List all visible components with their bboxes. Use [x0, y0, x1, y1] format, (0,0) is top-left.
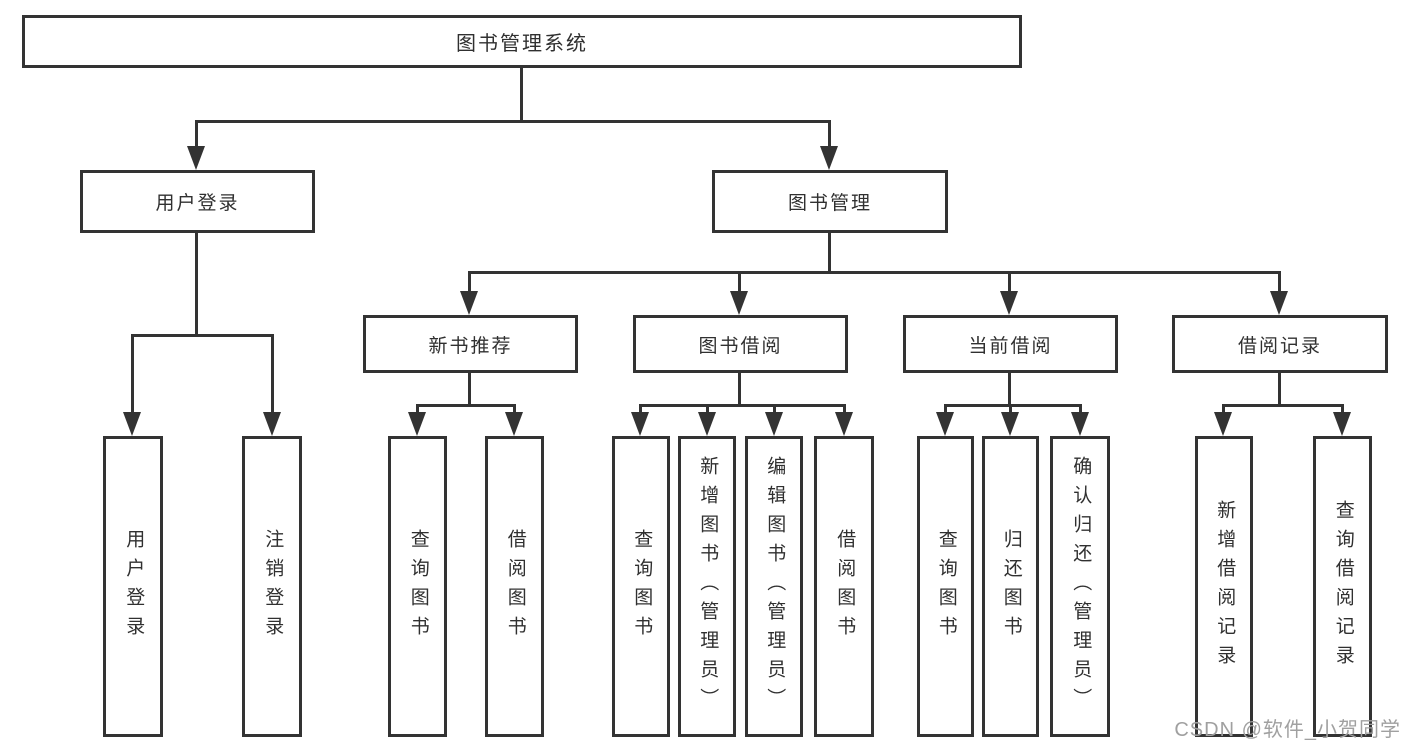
connector-line [944, 404, 1081, 407]
connector-stem [944, 404, 947, 414]
connector-line [1008, 373, 1011, 407]
node-borrowing-records: 借阅记录 [1172, 315, 1388, 373]
connector-stem [828, 120, 831, 148]
connector-stem [738, 271, 741, 293]
node-label: 用户登录 [123, 528, 145, 645]
connector-stem [773, 404, 776, 414]
connector-stem [1222, 404, 1225, 414]
node-label: 新增图书（管理员） [697, 456, 719, 717]
node-label: 图书管理 [787, 193, 872, 214]
node-new-book-recommend: 新书推荐 [363, 315, 578, 373]
connector-line [195, 120, 831, 123]
connector-stem [513, 404, 516, 414]
node-leaf-cb-confirm-return-admin: 确认归还（管理员） [1050, 436, 1110, 737]
connector-stem [706, 404, 709, 414]
connector-stem [195, 120, 198, 148]
node-leaf-br-query-record: 查询借阅记录 [1313, 436, 1372, 737]
arrowhead-down-icon [631, 412, 649, 436]
connector-line [468, 373, 471, 407]
connector-stem [468, 271, 471, 293]
connector-line [828, 232, 831, 274]
arrowhead-down-icon [820, 146, 838, 170]
node-label: 查询借阅记录 [1332, 499, 1354, 674]
connector-stem [1008, 271, 1011, 293]
connector-line [131, 334, 274, 337]
node-leaf-cb-return-books: 归还图书 [982, 436, 1039, 737]
arrowhead-down-icon [1000, 291, 1018, 315]
node-label: 图书管理系统 [456, 33, 588, 55]
node-leaf-cb-query-books: 查询图书 [917, 436, 974, 737]
node-label: 借阅记录 [1237, 335, 1322, 357]
arrowhead-down-icon [1333, 412, 1351, 436]
node-leaf-bb-add-books-admin: 新增图书（管理员） [678, 436, 736, 737]
node-leaf-nbr-borrow-books: 借阅图书 [485, 436, 544, 737]
arrowhead-down-icon [1071, 412, 1089, 436]
node-label: 新增借阅记录 [1214, 499, 1236, 674]
node-leaf-logout: 注销登录 [242, 436, 302, 737]
node-leaf-bb-query-books: 查询图书 [612, 436, 670, 737]
node-label: 图书借阅 [698, 335, 783, 357]
connector-stem [131, 334, 134, 414]
node-current-borrowing: 当前借阅 [903, 315, 1118, 373]
connector-line [195, 232, 198, 337]
connector-line [738, 373, 741, 407]
arrowhead-down-icon [1270, 291, 1288, 315]
node-leaf-br-add-record: 新增借阅记录 [1195, 436, 1253, 737]
connector-line [416, 404, 516, 407]
node-label: 新书推荐 [428, 335, 513, 357]
node-label: 用户登录 [155, 193, 240, 214]
arrowhead-down-icon [730, 291, 748, 315]
arrowhead-down-icon [123, 412, 141, 436]
connector-stem [271, 334, 274, 414]
arrowhead-down-icon [765, 412, 783, 436]
connector-stem [1079, 404, 1082, 414]
connector-stem [416, 404, 419, 414]
node-label: 当前借阅 [968, 335, 1053, 357]
connector-stem [639, 404, 642, 414]
connector-line [639, 404, 845, 407]
arrowhead-down-icon [1001, 412, 1019, 436]
node-label: 注销登录 [262, 528, 284, 645]
node-book-borrowing: 图书借阅 [633, 315, 848, 373]
connector-line [1278, 373, 1281, 407]
arrowhead-down-icon [460, 291, 478, 315]
connector-stem [1278, 271, 1281, 293]
node-label: 借阅图书 [504, 528, 526, 645]
watermark: CSDN @软件_小贺同学 [1174, 719, 1401, 741]
node-label: 查询图书 [935, 528, 957, 645]
node-leaf-user-login: 用户登录 [103, 436, 163, 737]
arrowhead-down-icon [263, 412, 281, 436]
node-label: 借阅图书 [834, 528, 856, 645]
arrowhead-down-icon [505, 412, 523, 436]
node-leaf-bb-edit-books-admin: 编辑图书（管理员） [745, 436, 803, 737]
node-leaf-bb-borrow-books: 借阅图书 [814, 436, 874, 737]
connector-stem [1341, 404, 1344, 414]
connector-line [520, 68, 523, 123]
node-label: 归还图书 [1000, 528, 1022, 645]
node-book-management: 图书管理 [712, 170, 948, 233]
node-user-login: 用户登录 [80, 170, 315, 233]
node-label: 查询图书 [631, 528, 653, 645]
connector-line [1222, 404, 1343, 407]
arrowhead-down-icon [936, 412, 954, 436]
connector-stem [843, 404, 846, 414]
connector-stem [1009, 404, 1012, 414]
node-label: 查询图书 [407, 528, 429, 645]
arrowhead-down-icon [1214, 412, 1232, 436]
arrowhead-down-icon [187, 146, 205, 170]
arrowhead-down-icon [408, 412, 426, 436]
node-library-system: 图书管理系统 [22, 15, 1022, 68]
arrowhead-down-icon [835, 412, 853, 436]
node-leaf-nbr-query-books: 查询图书 [388, 436, 447, 737]
node-label: 编辑图书（管理员） [764, 456, 786, 717]
connector-line [468, 271, 1281, 274]
node-label: 确认归还（管理员） [1070, 456, 1092, 717]
arrowhead-down-icon [698, 412, 716, 436]
